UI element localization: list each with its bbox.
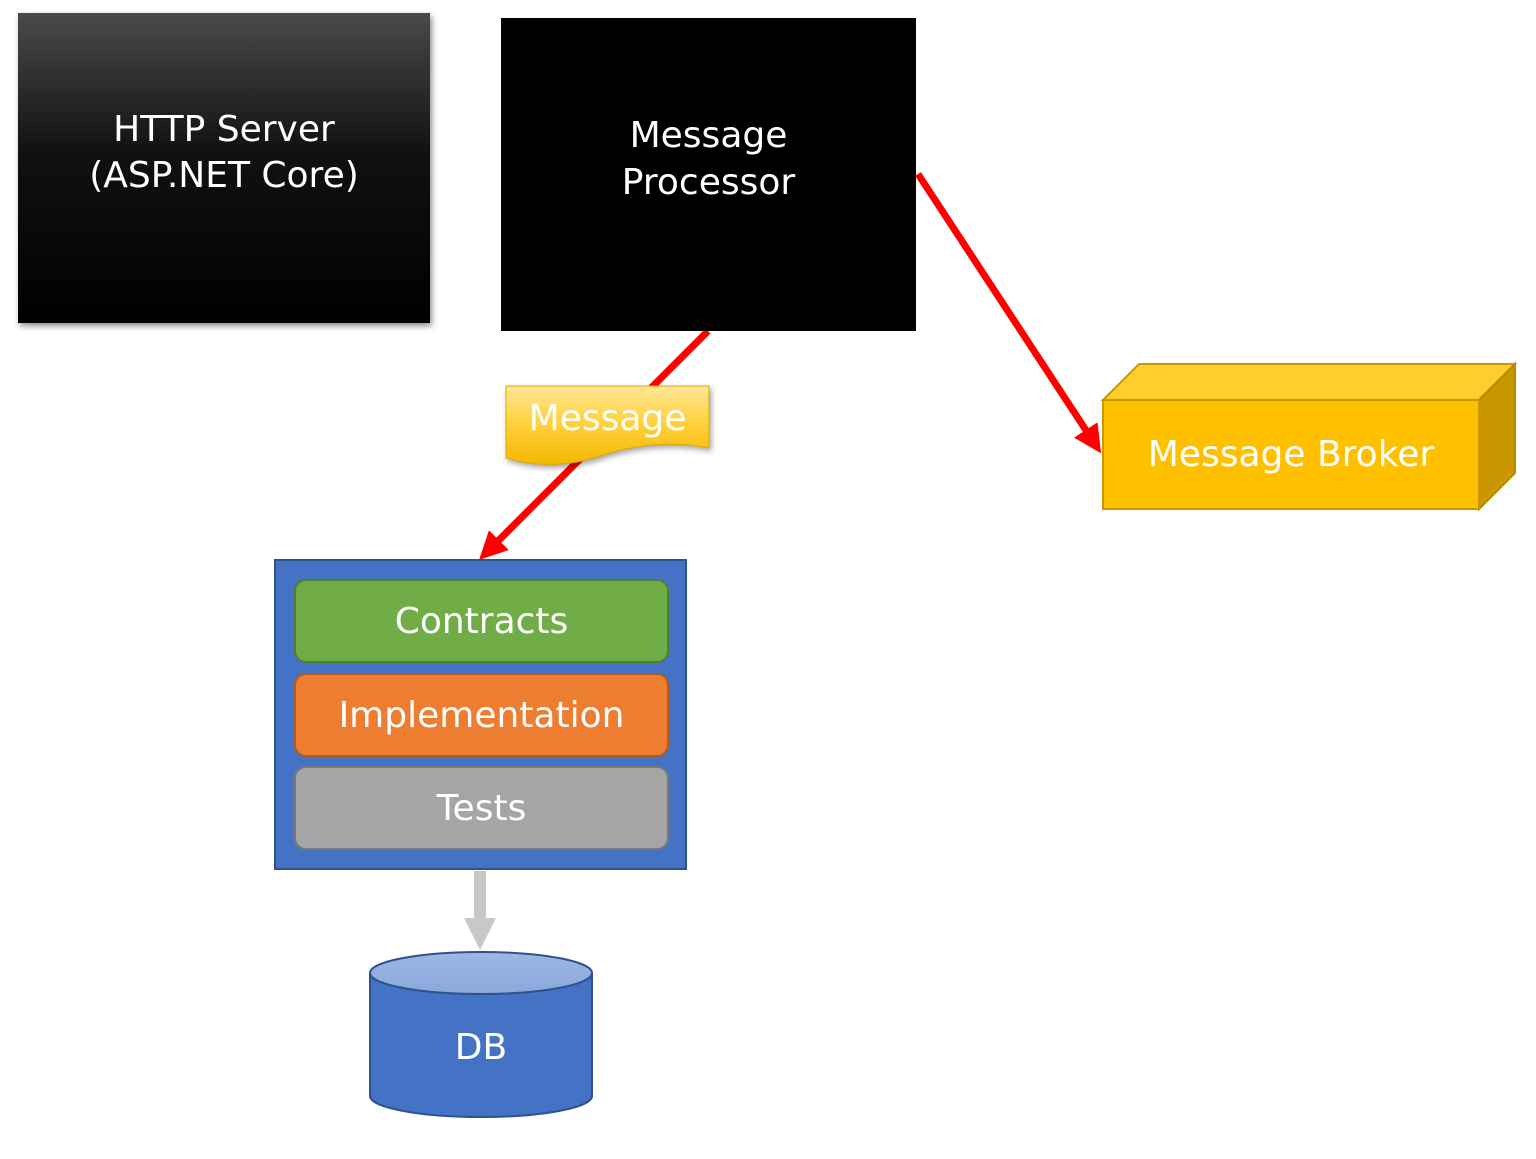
message-note-label: Message: [528, 397, 687, 439]
message-processor-label: Message Processor: [621, 115, 796, 203]
db-label: DB: [454, 1027, 508, 1068]
message-broker-shape: [1100, 361, 1518, 512]
contracts-layer: Contracts: [294, 579, 669, 663]
service-container: Contracts Implementation Tests: [274, 559, 687, 870]
db-cylinder: [369, 951, 593, 1118]
http-server-label: HTTP Server (ASP.NET Core): [89, 108, 359, 196]
processor-to-broker-arrow: [915, 172, 1102, 454]
http-server-box: HTTP Server (ASP.NET Core): [18, 13, 430, 323]
tests-layer: Tests: [294, 766, 669, 850]
implementation-layer: Implementation: [294, 673, 669, 757]
service-to-db-arrow: [464, 871, 496, 950]
message-broker-label: Message Broker: [1147, 434, 1435, 475]
message-processor-box: Message Processor: [501, 18, 916, 331]
message-note-shape: [505, 385, 710, 465]
